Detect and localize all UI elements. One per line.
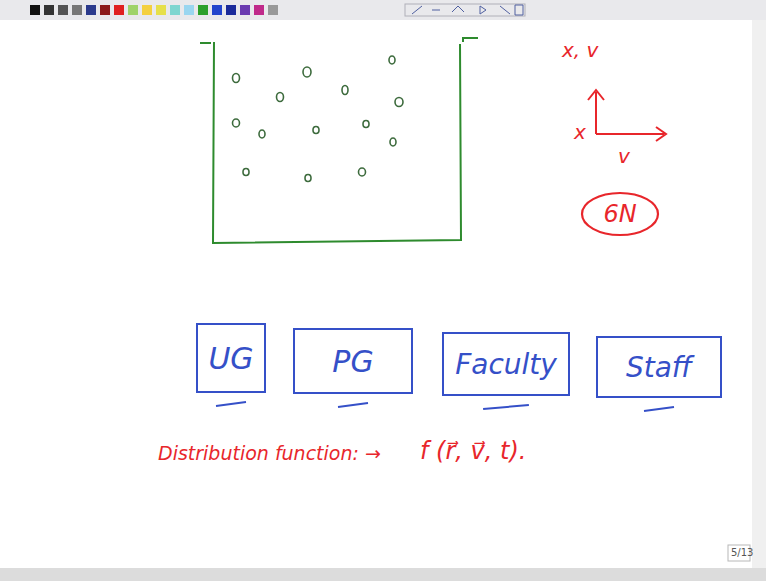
formula-text: f (r⃗, v⃗, t).: [420, 437, 526, 465]
scrollbar: [752, 20, 766, 568]
underline-stroke: [483, 405, 529, 409]
group-box: PG: [293, 328, 413, 394]
page-number: 5/13: [731, 547, 753, 558]
underline-stroke: [293, 398, 413, 412]
toolbar-swatches: [30, 4, 525, 16]
underline-stroke: [442, 400, 570, 414]
toolbar: [0, 0, 766, 20]
node-label: Faculty: [455, 348, 557, 381]
underline-stroke: [644, 407, 674, 411]
group-box: Staff: [596, 336, 722, 398]
circle-outline: [582, 193, 658, 235]
particles: [233, 56, 404, 182]
circled-count: 6N: [581, 192, 659, 236]
underline-stroke: [216, 402, 246, 406]
underline-stroke: [338, 403, 368, 407]
group-box: UG: [196, 323, 266, 393]
node-label: PG: [332, 344, 373, 379]
formula-text: Distribution function: →: [158, 442, 381, 464]
underline-stroke: [196, 397, 266, 411]
axis-label: x: [574, 120, 586, 144]
axes: [588, 90, 666, 141]
underline-stroke: [596, 402, 722, 416]
node-label: Staff: [626, 351, 692, 384]
particle-container: [200, 38, 478, 243]
status-bar: [0, 568, 766, 581]
axis-caption: x, v: [562, 38, 598, 62]
node-label: 6N: [603, 200, 636, 228]
group-box: Faculty: [442, 332, 570, 396]
node-label: UG: [208, 341, 253, 376]
axis-label: v: [618, 144, 630, 168]
